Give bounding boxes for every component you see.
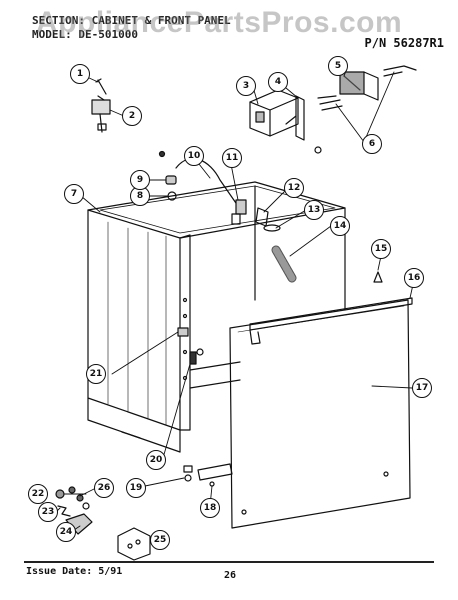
callout-7: 7 [64,184,84,204]
part-plate-25 [117,527,151,561]
part-wires-6 [317,65,417,111]
callout-21: 21 [86,364,106,384]
part-nut-26 [68,486,84,502]
callout-20: 20 [146,450,166,470]
part-screw-15 [373,271,383,283]
part-fitting-11 [231,199,247,225]
callout-9: 9 [130,170,150,190]
callout-3: 3 [236,76,256,96]
model-line: MODEL: DE-501000 [32,28,138,41]
callout-6: 6 [362,134,382,154]
section-title: SECTION: CABINET & FRONT PANEL [32,14,231,27]
part-grommet-9 [158,150,177,185]
callout-18: 18 [200,498,220,518]
page-number: 26 [224,570,237,581]
issue-date: Issue Date: 5/91 [26,566,123,577]
part-number: P/N 56287R1 [364,36,444,50]
part-hardware-22 [55,489,65,499]
callout-16: 16 [404,268,424,288]
footer-rule [24,561,434,563]
part-screw-19 [183,465,193,482]
callout-4: 4 [268,72,288,92]
callout-1: 1 [70,64,90,84]
callout-24: 24 [56,522,76,542]
callout-12: 12 [284,178,304,198]
kick-rail [87,397,181,453]
part-screw-1 [95,78,107,95]
callout-2: 2 [122,106,142,126]
callout-15: 15 [371,239,391,259]
callout-26: 26 [94,478,114,498]
watermark: AppliancePartsPros.com [36,6,403,39]
callout-14: 14 [330,216,350,236]
part-control-box-3 [249,89,299,137]
callout-23: 23 [38,502,58,522]
part-clip-20 [189,348,204,365]
part-spring-23 [57,505,71,517]
front-panel-17 [229,299,411,529]
part-washer-13 [263,224,281,232]
part-timer-5 [339,71,379,101]
callout-13: 13 [304,200,324,220]
part-hose-14 [271,245,297,283]
callout-22: 22 [28,484,48,504]
callout-11: 11 [222,148,242,168]
callout-19: 19 [126,478,146,498]
part-switch-2 [91,95,111,133]
trim-strip-16 [249,297,413,345]
part-bracket-18 [197,463,233,487]
part-bracket-4 [285,95,322,154]
callout-25: 25 [150,530,170,550]
cabinet-side-panel-7 [87,209,191,431]
cabinet-rear [189,185,346,389]
callout-10: 10 [184,146,204,166]
callout-5: 5 [328,56,348,76]
callout-17: 17 [412,378,432,398]
